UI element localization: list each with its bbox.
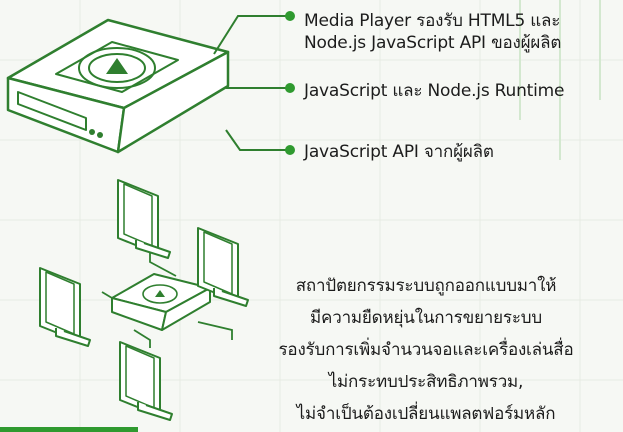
callout-line: JavaScript API จากผู้ผลิต [304,142,494,162]
callout-label-vendor-api: JavaScript API จากผู้ผลิต [304,141,494,163]
indicator-dot [97,132,103,138]
callout-line: Node.js JavaScript API ของผู้ผลิต [304,33,562,53]
monitor-icon [117,179,171,259]
play-triangle-icon [106,58,128,74]
description-line: มีความยืดหยุ่นในการขยายระบบ [310,308,542,328]
callout-line: Media Player รองรับ HTML5 และ [304,11,561,31]
callout-dot-1 [285,11,295,21]
monitor-icon [119,341,173,421]
accent-bar [0,427,138,432]
callout-label-media-player: Media Player รองรับ HTML5 และ Node.js Ja… [304,10,561,54]
callout-connectors [213,15,288,151]
description-line: รองรับการเพิ่มจำนวนจอและเครื่องเล่นสื่อ [278,340,574,360]
media-player-box-icon [111,273,211,331]
callout-line: JavaScript และ Node.js Runtime [304,81,565,101]
monitor-icon [197,227,249,307]
callout-label-runtime: JavaScript และ Node.js Runtime [304,80,564,102]
media-player-box-icon [6,18,230,154]
description-line: สถาปัตยกรรมระบบถูกออกแบบมาให้ [295,276,557,296]
description-line: ไม่กระทบประสิทธิภาพรวม, [328,372,524,392]
indicator-dot [89,129,95,135]
play-triangle-icon [155,290,165,297]
description-line: ไม่จำเป็นต้องเปลี่ยนแพลตฟอร์มหลัก [296,404,556,424]
callout-dot-2 [285,83,295,93]
architecture-description: สถาปัตยกรรมระบบถูกออกแบบมาให้ มีความยืดห… [246,270,606,430]
callout-dot-3 [285,145,295,155]
monitor-icon [39,267,91,347]
